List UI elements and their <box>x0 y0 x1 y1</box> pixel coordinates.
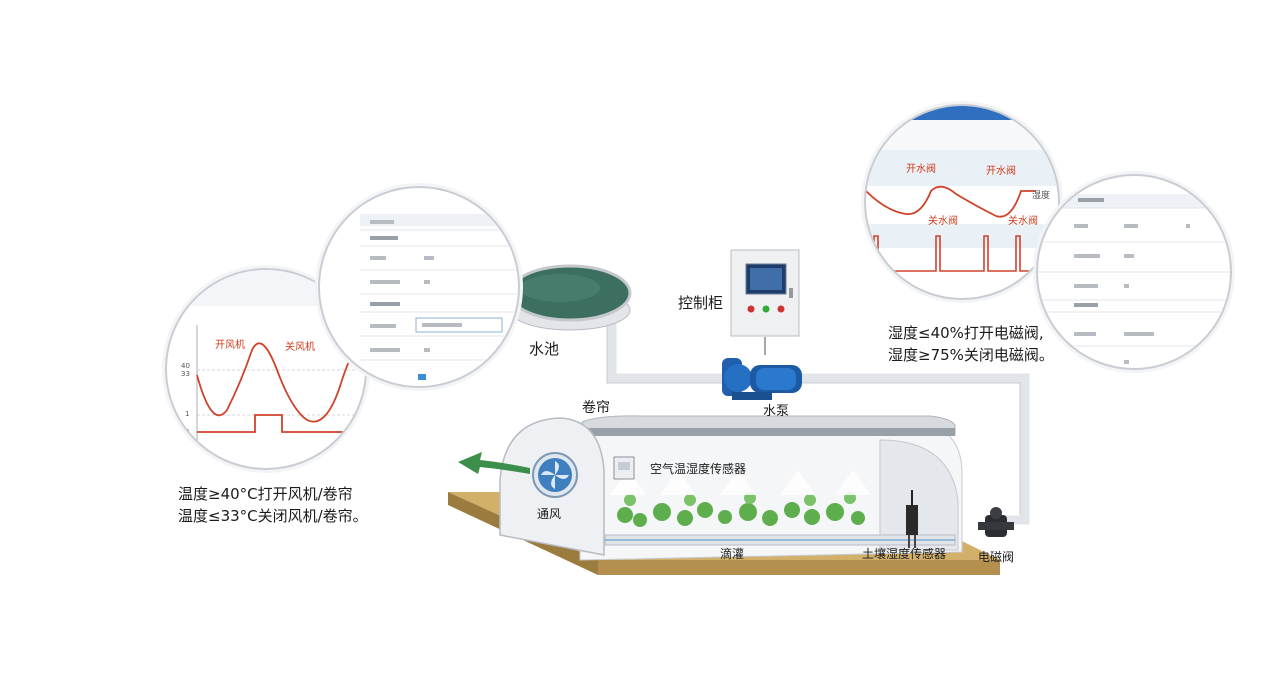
temperature-rule-open: 温度≥40°C打开风机/卷帘 <box>178 485 353 503</box>
label-valve-open-2: 开水阀 <box>986 166 1016 177</box>
pool-illustration <box>508 264 632 331</box>
soil-sensor-illustration <box>906 490 918 548</box>
mist-spray <box>610 470 871 495</box>
label-fan-open: 开风机 <box>215 340 245 351</box>
label-valve-close-1: 关水阀 <box>928 216 958 227</box>
temperature-settings-bubble <box>318 186 520 388</box>
label-pool: 水池 <box>529 340 560 358</box>
label-solenoid-valve: 电磁阀 <box>978 550 1015 564</box>
temperature-rule-notes: 温度≥40°C打开风机/卷帘 温度≤33°C关闭风机/卷帘。 <box>178 483 368 527</box>
label-drip-irrigation: 滴灌 <box>720 547 745 561</box>
humidity-curve <box>866 185 1036 218</box>
humidity-chart-bubble: 开水阀 开水阀 关水阀 关水阀 湿度 <box>864 104 1060 300</box>
humidity-rule-close: 湿度≥75%关闭电磁阀。 <box>888 346 1054 364</box>
label-air-sensor: 空气温湿度传感器 <box>650 462 747 476</box>
humidity-chart <box>866 106 1058 272</box>
humidity-rule-open: 湿度≤40%打开电磁阀, <box>888 324 1044 342</box>
fan-icon <box>532 452 578 498</box>
label-roller-shutter: 卷帘 <box>582 400 610 416</box>
tick-33: 33 <box>181 370 190 378</box>
temperature-rule-close: 温度≤33°C关闭风机/卷帘。 <box>178 507 368 525</box>
control-cabinet-illustration <box>730 249 800 337</box>
temperature-curve <box>196 339 363 423</box>
tick-0: 0 <box>185 428 190 436</box>
label-soil-sensor: 土壤湿度传感器 <box>862 547 947 561</box>
valve-state-line <box>866 235 1058 272</box>
label-valve-open-1: 开水阀 <box>906 164 936 175</box>
fan-state-line <box>197 414 362 433</box>
pump-illustration <box>722 358 802 400</box>
solenoid-valve-illustration <box>978 507 1014 537</box>
label-valve-close-2: 关水阀 <box>1008 216 1038 227</box>
humidity-rule-notes: 湿度≤40%打开电磁阀, 湿度≥75%关闭电磁阀。 <box>888 322 1054 366</box>
label-fan-close: 关风机 <box>285 342 315 353</box>
label-ventilation: 通风 <box>537 507 562 521</box>
tick-40: 40 <box>181 362 190 370</box>
label-pump: 水泵 <box>763 404 790 419</box>
label-control-cabinet: 控制柜 <box>678 294 724 312</box>
tick-1: 1 <box>185 410 190 418</box>
water-pipes <box>607 315 1030 525</box>
humidity-settings-bubble <box>1036 174 1232 370</box>
humidity-settings-form <box>1038 194 1230 364</box>
ventilation-arrow-icon <box>458 452 530 474</box>
air-sensor-illustration <box>613 456 635 480</box>
settings-form <box>360 214 518 380</box>
